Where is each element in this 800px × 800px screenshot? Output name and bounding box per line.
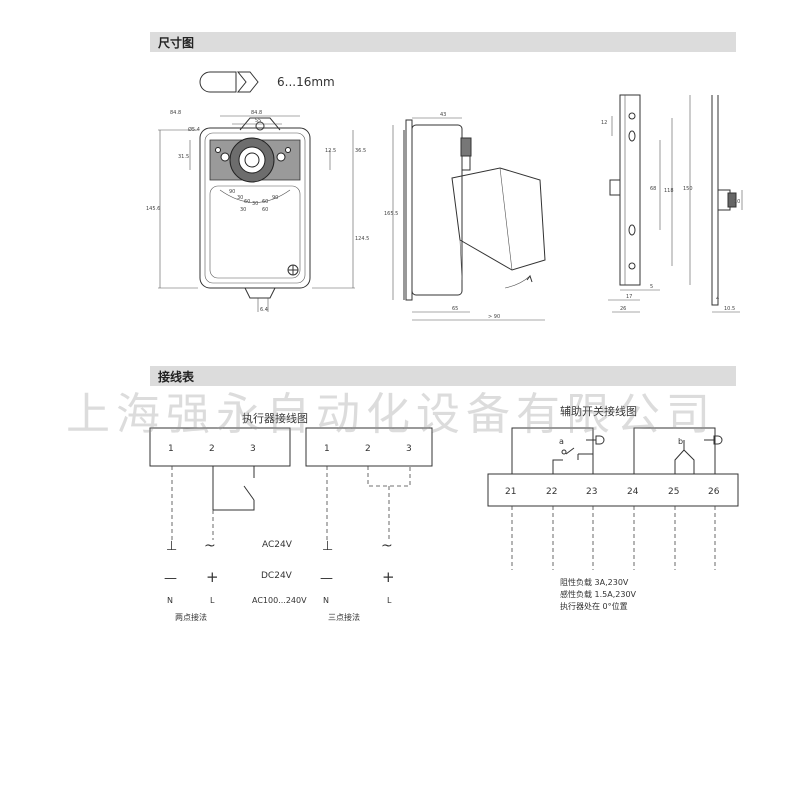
dim-bracket-7: 26	[620, 306, 626, 312]
dim-front-4: Ø5.4	[188, 126, 200, 133]
dim-front-3: 55	[255, 118, 261, 124]
side-view	[392, 117, 546, 321]
right-terminal-2: 2	[365, 444, 371, 454]
dim-front-7: 36.5	[355, 148, 366, 154]
row2-r2-symbol: +	[382, 568, 395, 586]
aux-terminal-22: 22	[546, 487, 557, 497]
dim-front-8: 145.6	[146, 206, 160, 212]
row3-mid-symbol: L	[210, 596, 215, 605]
dim-bracket-2: 118	[664, 188, 674, 194]
dim-bracket-10: 4	[716, 296, 719, 302]
row2-mid-symbol: +	[206, 568, 219, 586]
dim-front-1: 84.8	[170, 110, 181, 116]
aux-note-1: 阻性负载 3A,230V	[560, 577, 629, 587]
left-terminal-1: 1	[168, 444, 174, 454]
dim-front-6: 12.5	[325, 148, 336, 154]
scale-mark-4: 30	[252, 201, 258, 207]
row1-r1-symbol: ⊥	[322, 539, 333, 554]
three-point-wiring	[305, 427, 433, 540]
row1-mid-symbol: ~	[204, 538, 216, 554]
scale-mark-3: 60	[244, 199, 250, 205]
section-bar-wiring: 接线表	[150, 366, 736, 386]
scale-mark-1: 90	[229, 189, 235, 195]
row1-left-symbol: ⊥	[166, 539, 177, 554]
scale-mark-6: 90	[272, 195, 278, 201]
row2-r1-symbol: —	[320, 571, 333, 586]
section-title-wiring: 接线表	[158, 370, 195, 384]
dim-side-1: 43	[440, 112, 446, 118]
section-title-dimensions: 尺寸图	[158, 36, 195, 50]
row3-left-symbol: N	[167, 596, 173, 605]
dim-side-3: 65	[452, 306, 458, 312]
scale-mark-8: 60	[262, 207, 268, 213]
front-view	[158, 115, 355, 312]
aux-terminal-23: 23	[586, 487, 597, 497]
dim-bracket-8: 10	[734, 199, 740, 205]
row2-label: DC24V	[261, 571, 293, 581]
dim-front-2: 84.8	[251, 110, 262, 116]
row1-label: AC24V	[262, 540, 293, 550]
row1-r2-symbol: ~	[381, 538, 393, 554]
row2-left-symbol: —	[164, 571, 177, 586]
dim-bracket-6: 5	[650, 284, 653, 290]
left-terminal-2: 2	[209, 444, 215, 454]
scale-mark-2: 30	[237, 195, 243, 201]
dim-side-4: > 90	[488, 314, 500, 320]
scale-mark-7: 30	[240, 207, 246, 213]
two-point-caption: 两点接法	[175, 612, 207, 622]
right-terminal-1: 1	[324, 444, 330, 454]
bracket-view	[608, 94, 743, 313]
aux-note-2: 感性负载 1.5A,230V	[560, 589, 637, 599]
switch-b-label: b	[678, 437, 683, 446]
left-terminal-3: 3	[250, 444, 256, 454]
dim-front-10: 6.4	[260, 307, 268, 313]
dim-bracket-1: 12	[601, 120, 607, 126]
section-bar-dimensions: 尺寸图	[150, 32, 736, 52]
row3-r2-symbol: L	[387, 596, 392, 605]
dim-side-2: 165.5	[384, 211, 398, 217]
dim-bracket-4: 150	[683, 186, 693, 192]
aux-switch-diagram	[487, 427, 739, 570]
aux-terminal-26: 26	[708, 487, 720, 497]
scale-mark-5: 60	[262, 199, 268, 205]
shaft-icon	[199, 71, 259, 93]
dim-bracket-3: 68	[650, 186, 656, 192]
dim-bracket-9: 10.5	[724, 306, 735, 312]
aux-terminal-25: 25	[668, 487, 679, 497]
dim-front-5: 31.5	[178, 154, 189, 160]
aux-terminal-24: 24	[627, 487, 639, 497]
shaft-range-label: 6...16mm	[277, 75, 335, 89]
two-point-wiring	[149, 427, 291, 540]
aux-switch-title: 辅助开关接线图	[560, 404, 637, 418]
aux-terminal-21: 21	[505, 487, 516, 497]
row3-label: AC100...240V	[252, 596, 307, 605]
aux-note-3: 执行器处在 0°位置	[560, 601, 628, 611]
dim-front-9: 124.5	[355, 236, 369, 242]
row3-r1-symbol: N	[323, 596, 329, 605]
right-terminal-3: 3	[406, 444, 412, 454]
company-watermark: 上海强永自动化设备有限公司	[66, 389, 716, 440]
actuator-wiring-title: 执行器接线图	[242, 411, 308, 425]
three-point-caption: 三点接法	[328, 612, 360, 622]
switch-a-label: a	[559, 437, 564, 446]
dim-bracket-5: 17	[626, 294, 632, 300]
